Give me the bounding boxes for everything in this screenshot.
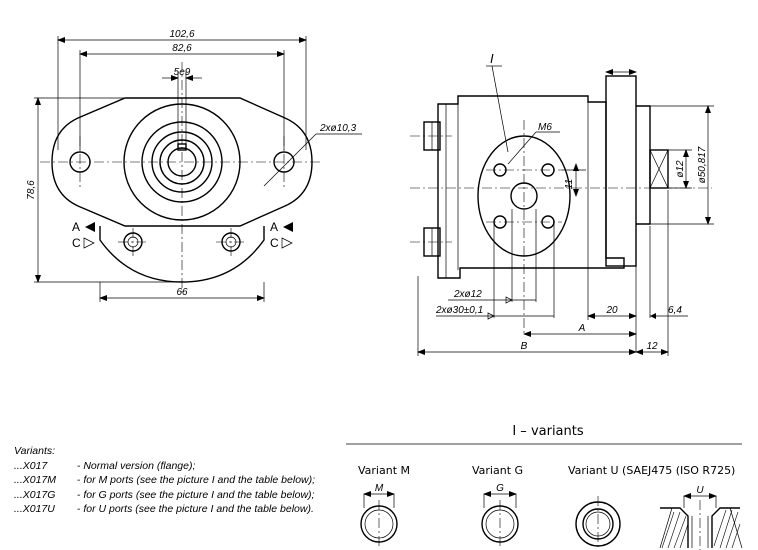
dim-6-4: 6,4 [668,305,682,316]
note-code: ...X017M [14,474,57,486]
dim-bolt-spacing: 82,6 [172,43,192,54]
u-port-section: U [659,485,743,550]
dim-2x30: 2xø30±0,1 [435,305,483,316]
dim-shaft: 5e9 [174,67,191,78]
arrow-left-icon [283,222,293,232]
variant-u-dim: U [696,485,704,496]
dim-height: 78,6 [26,180,37,200]
note-code: ...X017 [14,459,48,472]
note-desc: - for G ports (see the picture I and the… [74,488,315,501]
dim-d50: ø50,817 [697,146,708,183]
front-view: 102,6 82,6 5e9 2xø10,3 78,6 66 A C A C [26,29,362,302]
note-desc: - for U ports (see the picture I and the… [74,503,314,515]
dim-b: B [521,341,528,352]
port-a-left: A [72,220,80,234]
note-item: ...X017G - for G ports (see the picture … [14,488,344,503]
dim-12: 12 [646,341,658,352]
variant-m-label: Variant M [358,464,410,477]
variants-panel: I – variants Variant M M Variant G G Var… [346,424,743,550]
variant-m-dim: M [375,483,384,494]
arrow-right-icon [281,237,293,249]
port-a-right: A [270,220,278,234]
note-item: ...X017 - Normal version (flange); [14,459,344,474]
side-view: I M6 11 2xø12 2xø30±0,1 20 A B [410,51,714,356]
note-code: ...X017U [14,503,55,515]
dim-66: 66 [176,287,188,298]
variants-title: I – variants [512,424,584,439]
note-desc: - for M ports (see the picture I and the… [74,474,316,486]
note-item: ...X017U - for U ports (see the picture … [14,502,344,517]
dim-20: 20 [605,305,618,316]
variant-g-label: Variant G [472,464,523,477]
variant-g-dim: G [496,483,504,494]
note-desc: - Normal version (flange); [74,459,196,472]
variants-notes: Variants: ...X017 - Normal version (flan… [14,444,344,517]
port-c-left: C [72,236,81,250]
dim-2x12: 2xø12 [453,289,482,300]
dim-d12: ø12 [675,160,686,178]
dim-holes: 2xø10,3 [319,123,357,134]
dim-overall-width: 102,6 [169,29,194,40]
port-c-right: C [270,236,279,250]
dim-11: 11 [564,179,575,189]
detail-label: I [490,51,494,66]
note-item: ...X017M - for M ports (see the picture … [14,473,344,488]
dim-a: A [578,323,586,334]
arrow-right-icon [83,237,95,249]
variant-u-label: Variant U (SAEJ475 (ISO R725) [568,464,735,477]
arrow-left-icon [85,222,95,232]
thread-label: M6 [538,122,552,133]
notes-heading: Variants: [14,445,56,457]
note-code: ...X017G [14,488,56,501]
